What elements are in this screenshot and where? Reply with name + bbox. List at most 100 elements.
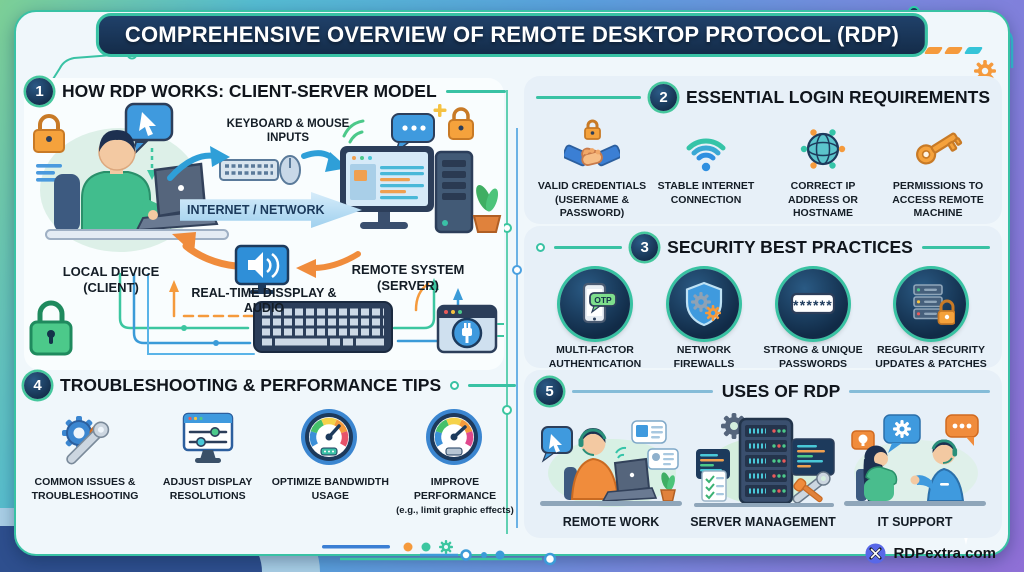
label-remote-system: REMOTE SYSTEM (SERVER) (351, 262, 465, 293)
server-lock-icon (913, 284, 955, 325)
section-heading-security: 3 SECURITY BEST PRACTICES (536, 234, 990, 261)
page-title: COMPREHENSIVE OVERVIEW OF REMOTE DESKTOP… (124, 22, 900, 47)
handshake-icon (564, 119, 620, 167)
keyboard-illustration (253, 301, 393, 353)
section-number-badge: 3 (631, 234, 659, 261)
heading-rule (554, 246, 623, 249)
security-item: ****** STRONG & UNIQUE PASSWORDS (754, 269, 872, 385)
title-banner: COMPREHENSIVE OVERVIEW OF REMOTE DESKTOP… (95, 13, 929, 57)
uses-item-label: REMOTE WORK (562, 515, 660, 529)
key-icon (916, 132, 963, 165)
speedometer-icon (301, 409, 358, 465)
uses-item: IT SUPPORT (840, 413, 990, 530)
remote-worker-illustration (540, 420, 682, 507)
heading-rule (921, 246, 990, 249)
uses-item: SERVER MANAGEMENT (688, 413, 838, 530)
login-item: VALID CREDENTIALS (USERNAME & PASSWORD) (536, 119, 648, 221)
login-item: CORRECT IP ADDRESS OR HOSTNAME (764, 119, 882, 221)
uses-item: REMOTE WORK (536, 413, 686, 530)
masked-password-text: ****** (793, 297, 833, 313)
uses-item-label: IT SUPPORT (877, 515, 953, 529)
mfa-phone-icon: OTP (582, 282, 617, 324)
otp-text: OTP (594, 295, 612, 305)
login-item-label: PERMISSIONS TO ACCESS REMOTE MACHINE (892, 180, 984, 220)
tips-item-label: COMMON ISSUES & TROUBLESHOOTING (31, 476, 139, 502)
label-keyboard-mouse-inputs: KEYBOARD & MOUSE INPUTS (226, 118, 350, 144)
lock-icon (33, 114, 65, 153)
section-title: SECURITY BEST PRACTICES (667, 237, 913, 257)
remote-connection-icon (436, 304, 498, 354)
section-troubleshooting-tips: 4 TROUBLESHOOTING & PERFORMANCE TIPS COM… (24, 372, 516, 538)
security-item-label: REGULAR SECURITY UPDATES & PATCHES (875, 344, 987, 370)
login-item: STABLE INTERNET CONNECTION (652, 119, 760, 221)
sparkle-plus (433, 104, 447, 117)
footer-decoration-center (420, 549, 505, 561)
security-item: REGULAR SECURITY UPDATES & PATCHES (872, 269, 990, 385)
section-number-badge: 5 (536, 378, 563, 405)
keyboard-mouse-icon (219, 155, 301, 185)
security-badge-circle: OTP (560, 269, 630, 339)
section-heading-tips: 4 TROUBLESHOOTING & PERFORMANCE TIPS (24, 372, 516, 399)
heading-rule (536, 96, 641, 99)
login-item-label: STABLE INTERNET CONNECTION (657, 180, 755, 206)
login-item: PERMISSIONS TO ACCESS REMOTE MACHINE (886, 119, 990, 221)
security-badge-circle (896, 269, 966, 339)
remote-system-illustration (340, 146, 502, 234)
heading-rule (445, 90, 506, 93)
login-item-label: CORRECT IP ADDRESS OR HOSTNAME (787, 180, 858, 220)
tips-item-label: IMPROVE PERFORMANCE (413, 476, 497, 502)
heading-node (536, 243, 545, 252)
section-number-badge: 4 (24, 372, 51, 399)
circuit-lines (118, 272, 504, 355)
tips-item-label: ADJUST DISPLAY RESOLUTIONS (162, 476, 253, 502)
brand-text: RDPextra.com (893, 545, 996, 562)
password-field-icon: ****** (790, 292, 836, 315)
security-badge-circle (669, 269, 739, 339)
performance-gauge-icon (425, 409, 482, 465)
it-support-illustration (844, 414, 986, 506)
server-rack-illustration (694, 413, 835, 507)
heading-node (450, 381, 460, 390)
signal-decoration (342, 119, 365, 144)
gear-tools-icon (62, 416, 110, 465)
tips-item: OPTIMIZE BANDWIDTH USAGE (269, 407, 391, 516)
heading-rule (849, 390, 991, 393)
tips-item: COMMON ISSUES & TROUBLESHOOTING (24, 407, 146, 516)
section-title: USES OF RDP (721, 381, 841, 401)
column-divider-circuit (502, 90, 522, 534)
section-number-badge: 2 (649, 84, 677, 111)
security-item-label: NETWORK FIREWALLS (673, 344, 735, 370)
section-title: TROUBLESHOOTING & PERFORMANCE TIPS (60, 375, 442, 395)
security-item-label: STRONG & UNIQUE PASSWORDS (763, 344, 863, 370)
section-heading-uses: 5 USES OF RDP (536, 378, 991, 405)
section-title: HOW RDP WORKS: CLIENT-SERVER MODEL (62, 81, 437, 101)
section-login-requirements: 2 ESSENTIAL LOGIN REQUIREMENTS VALID CRE… (524, 76, 1002, 224)
section-number-badge: 1 (26, 78, 53, 105)
client-server-diagram (29, 102, 504, 356)
section-how-rdp-works: 1 HOW RDP WORKS: CLIENT-SERVER MODEL (24, 78, 506, 370)
list-icon (36, 164, 62, 182)
security-lock-icon (29, 300, 73, 356)
security-item: NETWORK FIREWALLS (654, 269, 754, 385)
shield-gear-icon (685, 281, 723, 327)
display-audio-icon (234, 244, 290, 294)
section-heading-how: 1 HOW RDP WORKS: CLIENT-SERVER MODEL (26, 78, 506, 105)
label-realtime-display: REAL-TIME DISSPLAY & AUDIO (191, 286, 337, 315)
uses-item-label: SERVER MANAGEMENT (690, 515, 836, 529)
globe-network-icon (800, 129, 846, 169)
footer-decoration-left (322, 540, 557, 566)
section-title: ESSENTIAL LOGIN REQUIREMENTS (685, 87, 990, 107)
return-arrow (172, 232, 361, 278)
tips-item-label: OPTIMIZE BANDWIDTH USAGE (271, 476, 389, 502)
tips-item: IMPROVE PERFORMANCE (e.g., limit graphic… (394, 407, 516, 516)
tips-item: ADJUST DISPLAY RESOLUTIONS (149, 407, 267, 516)
rdpextra-logo-icon (865, 543, 886, 564)
label-local-device: LOCAL DEVICE (CLIENT) (62, 264, 160, 295)
heading-rule (468, 384, 516, 387)
section-security-practices: 3 SECURITY BEST PRACTICES OTP MULTI-FACT… (524, 226, 1002, 383)
heading-rule (572, 390, 713, 393)
section-uses-of-rdp: 5 USES OF RDP (524, 370, 1002, 538)
footer-brand: RDPextra.com (865, 543, 996, 564)
security-badge-circle: ****** (778, 269, 848, 339)
security-item: OTP MULTI-FACTOR AUTHENTICATION (MFA) (536, 269, 654, 385)
